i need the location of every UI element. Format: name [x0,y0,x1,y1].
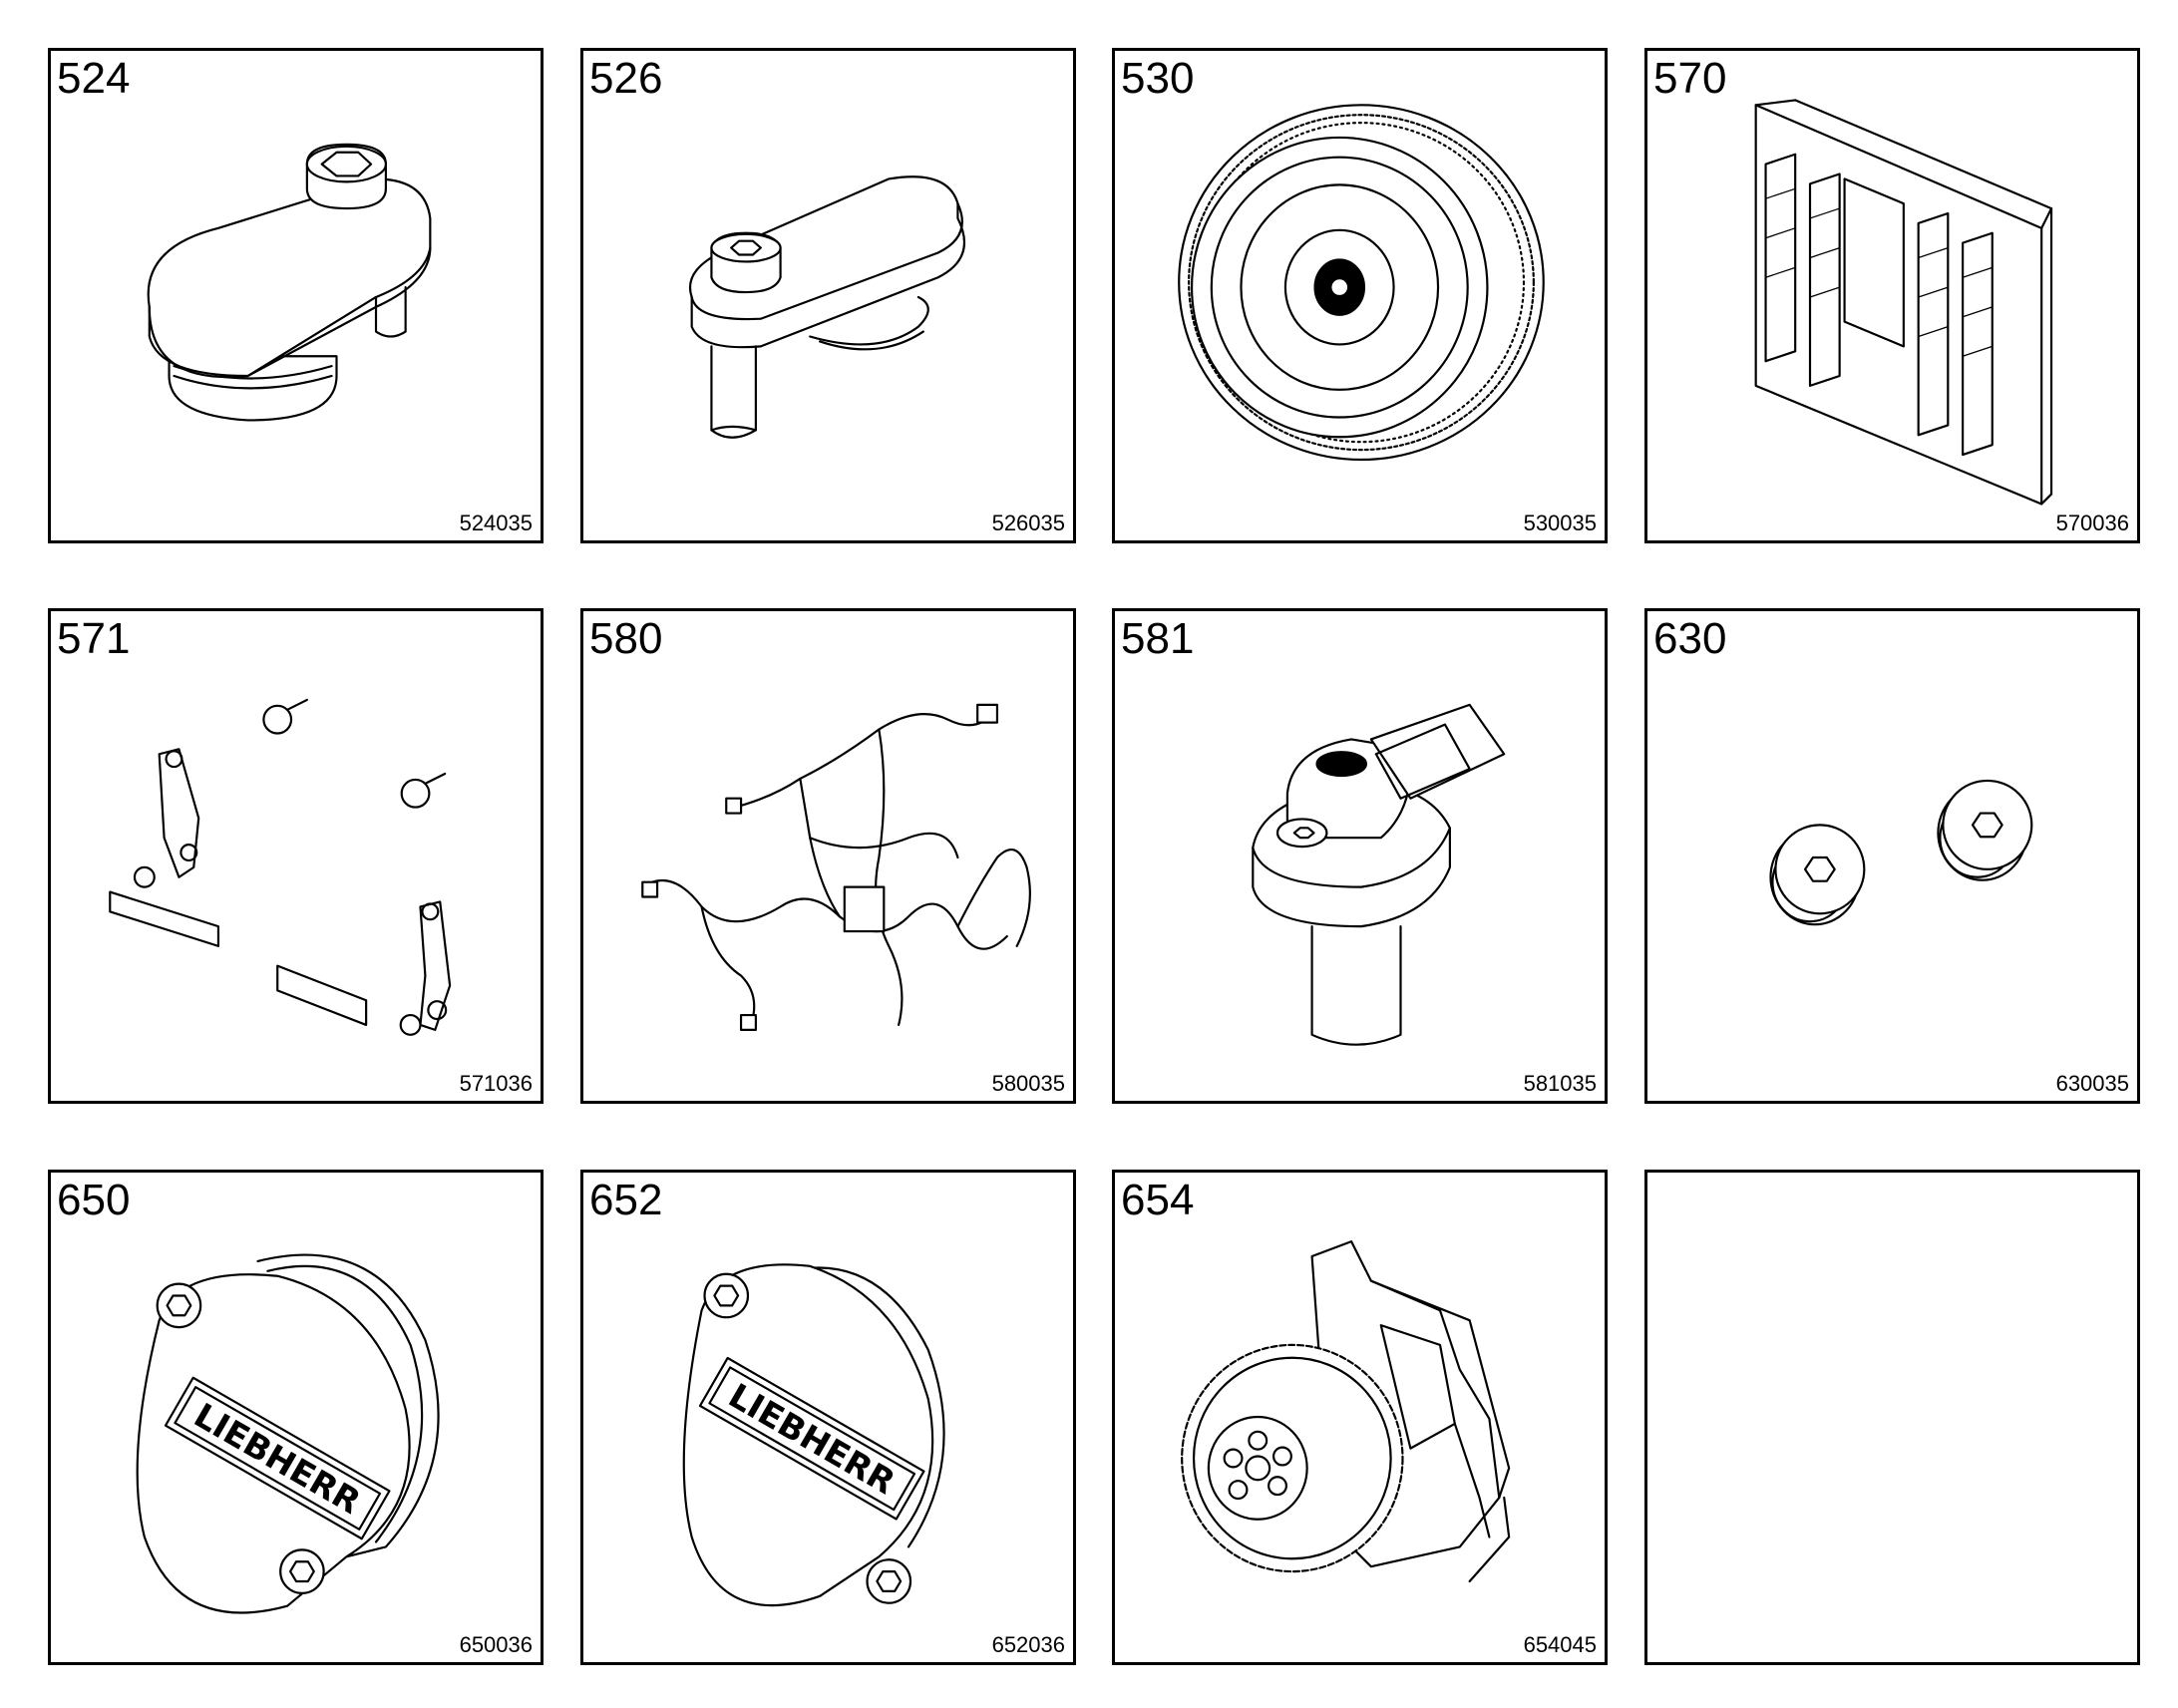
panel-630: 630 630035 [1644,608,2140,1104]
cover-with-logo-illustration: LIEBHERR [682,1263,945,1607]
panel-581: 581 581035 [1112,608,1608,1104]
panel-number: 580 [589,614,663,663]
panel-code: 654045 [1523,1632,1597,1657]
panel-code: 630035 [2055,1071,2129,1096]
panel-650: LIEBHERR 650 650036 [48,1170,544,1665]
wiring-harness-illustration [641,703,1031,1031]
panel-number: 526 [589,54,663,103]
panel-code: 530035 [1523,511,1597,535]
panel-code: 571036 [459,1071,533,1096]
panel-number: 630 [1653,614,1727,663]
panel-number: 654 [1121,1176,1195,1224]
panel-number: 650 [57,1176,131,1224]
control-unit-illustration [1754,99,2053,506]
panel-code: 580035 [991,1071,1065,1096]
speed-sensor-illustration [1252,703,1506,1046]
gear-pump-illustration [1181,1240,1511,1583]
flywheel-illustration [1178,104,1545,462]
cover-with-logo-illustration: LIEBHERR [136,1253,440,1614]
panel-code: 524035 [459,511,533,535]
socket-screw-plate-illustration [689,175,966,439]
panel-code: 581035 [1523,1071,1597,1096]
panel-number: 530 [1121,54,1195,103]
mounting-brackets-illustration [109,698,452,1036]
panel-code: 526035 [991,511,1065,535]
panel-code: 652036 [991,1632,1065,1657]
panel-580: 580 580035 [580,608,1076,1104]
panel-654: 654 654045 [1112,1170,1608,1665]
panel-number: 570 [1653,54,1727,103]
panel-empty [1644,1170,2140,1665]
panel-571: 571 571036 [48,608,544,1104]
screw-plugs-illustration [1769,779,2033,926]
panel-524: 524 524035 [48,48,544,543]
plate-with-bolt-illustration [147,143,432,422]
panel-526: 526 526035 [580,48,1076,543]
panel-code: 650036 [459,1632,533,1657]
panel-652: LIEBHERR 652 652036 [580,1170,1076,1665]
panel-530: 530 530035 [1112,48,1608,543]
panel-number: 581 [1121,614,1195,663]
panel-code: 570036 [2055,511,2129,535]
panel-number: 571 [57,614,131,663]
panel-570: 570 570036 [1644,48,2140,543]
panel-number: 652 [589,1176,663,1224]
panel-number: 524 [57,54,131,103]
